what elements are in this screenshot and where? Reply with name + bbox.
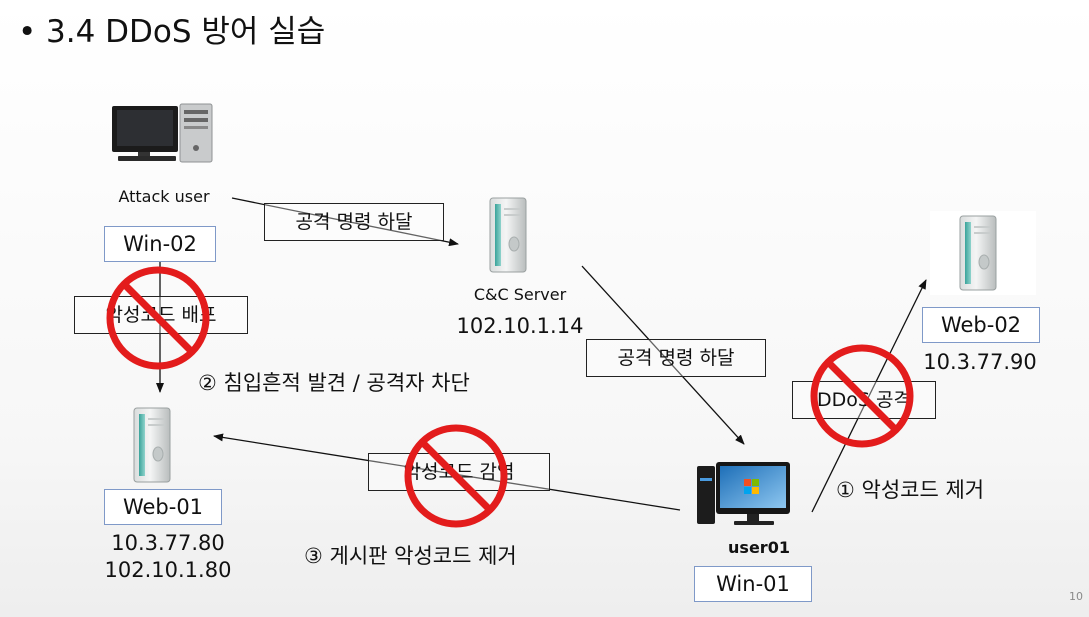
user01-desktop-icon bbox=[697, 462, 790, 525]
web01-host-box: Web-01 bbox=[104, 489, 222, 525]
arrow-attacker-to-cnc bbox=[231, 197, 459, 247]
step-3-text: ③ 게시판 악성코드 제거 bbox=[304, 544, 517, 568]
title-text: 3.4 DDoS 방어 실습 bbox=[46, 14, 326, 50]
cnc-caption: C&C Server bbox=[473, 285, 567, 304]
arrow-cnc-to-user01 bbox=[581, 265, 745, 445]
step-2-text: ② 침입흔적 발견 / 공격자 차단 bbox=[198, 371, 470, 395]
web01-ip-1: 10.3.77.80 bbox=[111, 531, 225, 555]
prohibition-icon bbox=[810, 344, 914, 448]
title-bullet: • bbox=[18, 14, 37, 50]
arrow-user01-to-web02 bbox=[811, 279, 927, 513]
edge-label-malware-infection: 악성코드 감염 bbox=[368, 453, 550, 491]
attacker-desktop-icon bbox=[112, 103, 213, 163]
edge-label-attack-command-1: 공격 명령 하달 bbox=[264, 203, 444, 241]
prohibition-icon bbox=[404, 424, 508, 528]
web01-ip-2: 102.10.1.80 bbox=[104, 558, 232, 582]
web02-ip: 10.3.77.90 bbox=[923, 350, 1037, 374]
attacker-host-box: Win-02 bbox=[104, 226, 216, 262]
edge-label-malware-distribution: 악성코드 배포 bbox=[74, 296, 248, 334]
page-number: 10 bbox=[1069, 590, 1083, 603]
user01-host-box: Win-01 bbox=[694, 566, 812, 602]
arrow-user01-to-web01 bbox=[213, 433, 681, 511]
slide-title: •3.4 DDoS 방어 실습 bbox=[18, 6, 325, 51]
edge-label-attack-command-2: 공격 명령 하달 bbox=[586, 339, 766, 377]
cnc-ip: 102.10.1.14 bbox=[456, 314, 584, 338]
user01-caption: user01 bbox=[728, 538, 790, 557]
attacker-caption: Attack user bbox=[118, 187, 210, 206]
step-1-text: ① 악성코드 제거 bbox=[836, 478, 985, 502]
prohibition-icon bbox=[106, 266, 210, 370]
web02-host-box: Web-02 bbox=[922, 307, 1040, 343]
